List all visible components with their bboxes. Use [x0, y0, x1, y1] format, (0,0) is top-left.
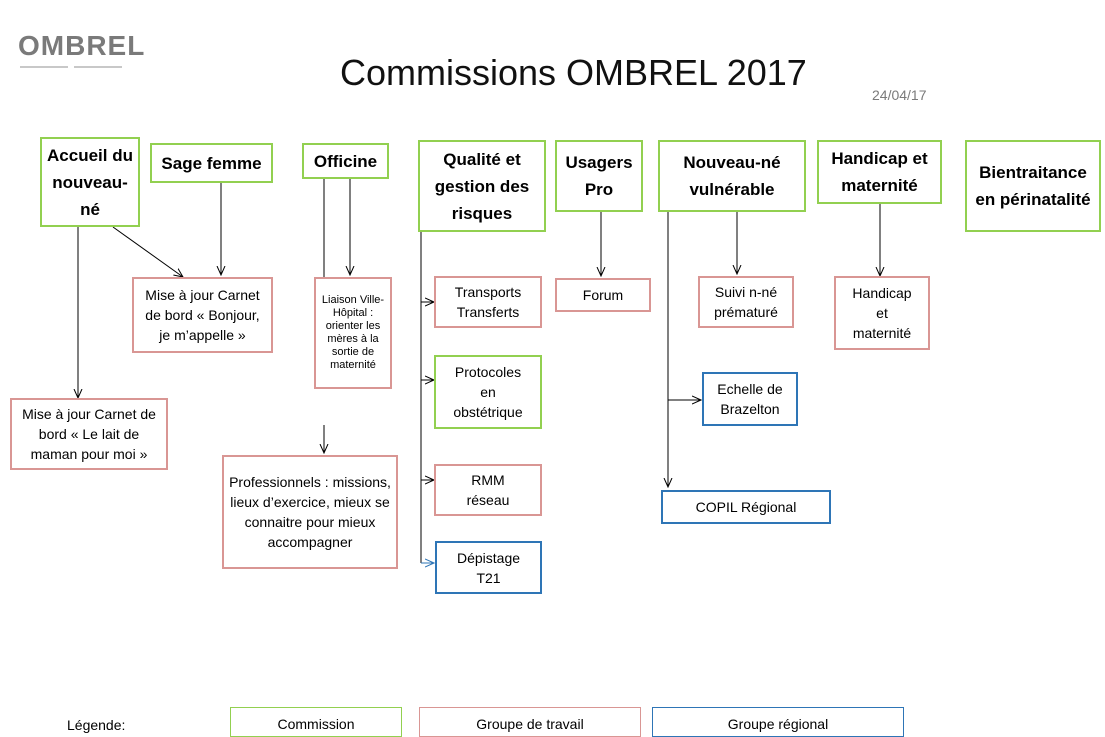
gr-depistage-label: Dépistage T21	[456, 549, 521, 586]
commission-officine-label: Officine	[313, 151, 378, 171]
commission-nouveau-ne-label: Nouveau-né vulnérable	[683, 153, 781, 199]
commission-handicap-label: Handicap et maternité	[831, 149, 928, 195]
commission-qualite: Qualité et gestion des risques	[418, 140, 546, 232]
commission-handicap-maternite: Handicap et maternité	[817, 140, 942, 204]
commission-nouveau-ne-vulnerable: Nouveau-né vulnérable	[658, 140, 806, 212]
gr-copil-label: COPIL Régional	[695, 499, 797, 515]
commission-protocoles-obstetrique: Protocoles en obstétrique	[434, 355, 542, 429]
gt-liaison-label: Liaison Ville-Hôpital : orienter les mèr…	[321, 294, 385, 371]
gr-brazelton-label: Echelle de Brazelton	[717, 381, 783, 417]
commission-bientraitance-label: Bientraitance en périnatalité	[975, 163, 1091, 209]
gt-professionnels-label: Professionnels : missions, lieux d’exerc…	[229, 474, 391, 550]
page-title: Commissions OMBREL 2017	[340, 52, 807, 93]
gt-carnet-lait-label: Mise à jour Carnet de bord « Le lait de …	[22, 406, 156, 462]
gr-copil-regional: COPIL Régional	[661, 490, 831, 524]
gt-suivi-label: Suivi n-né prématuré	[714, 284, 778, 320]
gt-transports-transferts: Transports Transferts	[434, 276, 542, 328]
gr-depistage-t21: Dépistage T21	[435, 541, 542, 594]
gt-transports-label: Transports Transferts	[454, 284, 522, 320]
commission-officine: Officine	[302, 143, 389, 179]
gt-carnet-lait: Mise à jour Carnet de bord « Le lait de …	[10, 398, 168, 470]
logo-tagline-decoration	[20, 66, 135, 70]
legend-groupe-regional: Groupe régional	[652, 707, 904, 737]
commission-protocoles-label: Protocoles en obstétrique	[453, 364, 523, 420]
commission-bientraitance: Bientraitance en périnatalité	[965, 140, 1101, 232]
gt-carnet-bonjour-label: Mise à jour Carnet de bord « Bonjour, je…	[145, 287, 260, 343]
gt-carnet-bonjour: Mise à jour Carnet de bord « Bonjour, je…	[132, 277, 273, 353]
legend-commission: Commission	[230, 707, 402, 737]
commission-qualite-label: Qualité et gestion des risques	[434, 149, 530, 223]
ombrel-logo: OMBREL	[18, 24, 144, 92]
legend-groupe-regional-label: Groupe régional	[727, 716, 829, 732]
logo-text: OMBREL	[18, 30, 146, 61]
gt-liaison-ville-hopital: Liaison Ville-Hôpital : orienter les mèr…	[314, 277, 392, 389]
gt-handicap-label: Handicap et maternité	[852, 285, 912, 341]
gr-echelle-brazelton: Echelle de Brazelton	[702, 372, 798, 426]
commission-accueil-label: Accueil du nouveau-né	[47, 145, 133, 219]
legend-label: Légende:	[67, 717, 126, 733]
connector-accueil-bonjour	[112, 226, 183, 277]
date-label: 24/04/17	[872, 87, 927, 103]
legend-commission-label: Commission	[277, 716, 355, 732]
gt-professionnels: Professionnels : missions, lieux d’exerc…	[222, 455, 398, 569]
gt-rmm-reseau: RMM réseau	[434, 464, 542, 516]
commission-sage-femme-label: Sage femme	[161, 153, 262, 173]
gt-forum-label: Forum	[582, 287, 624, 303]
commission-sage-femme: Sage femme	[150, 143, 273, 183]
legend-groupe-travail-label: Groupe de travail	[476, 716, 584, 732]
commission-usagers-pro: Usagers Pro	[555, 140, 643, 212]
commission-accueil-nouveau-ne: Accueil du nouveau-né	[40, 137, 140, 227]
commission-usagers-label: Usagers Pro	[565, 153, 633, 199]
gt-handicap-maternite: Handicap et maternité	[834, 276, 930, 350]
gt-rmm-label: RMM réseau	[466, 472, 510, 508]
gt-forum: Forum	[555, 278, 651, 312]
legend-groupe-travail: Groupe de travail	[419, 707, 641, 737]
gt-suivi-premature: Suivi n-né prématuré	[698, 276, 794, 328]
